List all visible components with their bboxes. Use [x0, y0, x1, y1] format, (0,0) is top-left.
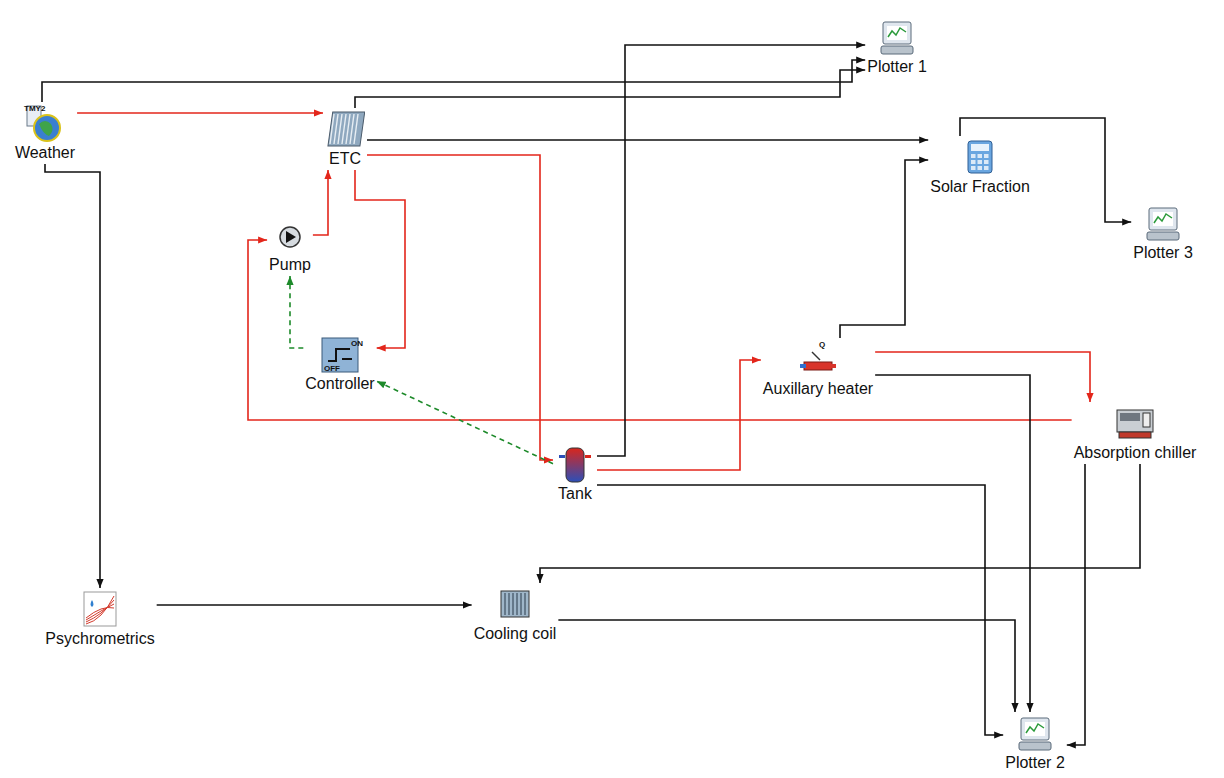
- flow-connector: [875, 375, 1030, 712]
- flow-connector: [313, 170, 328, 235]
- component-icon: [495, 585, 535, 625]
- component-label: Absorption chiller: [1074, 444, 1197, 462]
- component-block: Pump: [267, 214, 313, 276]
- component-icon: [270, 216, 310, 256]
- flow-connector: [42, 60, 865, 102]
- component-block: Tank: [553, 443, 597, 505]
- component-label: Psychrometrics: [45, 630, 154, 648]
- flow-connector: [367, 139, 928, 141]
- icon-text: ON: [351, 339, 363, 348]
- component-label: Tank: [558, 485, 592, 503]
- flow-connector: [1067, 464, 1085, 745]
- icon-text: TMY2: [24, 104, 45, 113]
- component-block: Plotter 2: [1003, 712, 1067, 774]
- component-label: Solar Fraction: [930, 178, 1030, 196]
- flow-connector: [875, 352, 1090, 402]
- component-label: Plotter 1: [867, 58, 927, 76]
- flow-connector: [77, 112, 323, 114]
- component-icon: [1143, 204, 1183, 244]
- component-block: Absorption chiller: [1072, 402, 1199, 464]
- component-label: Cooling coil: [474, 625, 557, 643]
- flow-connector: [377, 381, 553, 464]
- flow-connector: [540, 464, 1140, 583]
- flow-connector: [558, 620, 1015, 712]
- component-label: Weather: [15, 144, 75, 162]
- component-icon: [555, 445, 595, 485]
- component-icon: [1015, 714, 1055, 754]
- component-label: Plotter 3: [1133, 244, 1193, 262]
- flow-connector: [157, 604, 472, 606]
- icon-text: OFF: [324, 364, 340, 373]
- flow-connector: [597, 485, 1003, 735]
- flow-connector: [290, 276, 303, 348]
- component-label: Pump: [269, 256, 311, 274]
- flow-connector: [355, 70, 865, 108]
- component-icon: [80, 590, 120, 630]
- flow-connector: [355, 170, 405, 348]
- component-block: ETC: [323, 108, 367, 170]
- icon-text: Q: [819, 340, 825, 349]
- flow-connector: [840, 160, 928, 338]
- component-block: Psychrometrics: [43, 588, 156, 650]
- component-label: ETC: [329, 150, 361, 168]
- component-block: Auxillary heater: [761, 338, 875, 400]
- component-block: Plotter 1: [865, 16, 929, 78]
- component-block: Solar Fraction: [928, 136, 1032, 198]
- component-label: Controller: [305, 375, 374, 393]
- component-icon: [877, 18, 917, 58]
- component-icon: [325, 110, 365, 150]
- component-icon: [1115, 404, 1155, 444]
- flow-connector: [248, 240, 1072, 420]
- component-block: Cooling coil: [472, 583, 559, 645]
- flow-connector: [45, 164, 100, 588]
- flow-connector: [597, 360, 761, 470]
- component-label: Auxillary heater: [763, 380, 873, 398]
- component-block: Plotter 3: [1131, 202, 1195, 264]
- component-label: Plotter 2: [1005, 754, 1065, 772]
- component-icon: [798, 340, 838, 380]
- flow-connector: [960, 118, 1131, 222]
- component-icon: [960, 138, 1000, 178]
